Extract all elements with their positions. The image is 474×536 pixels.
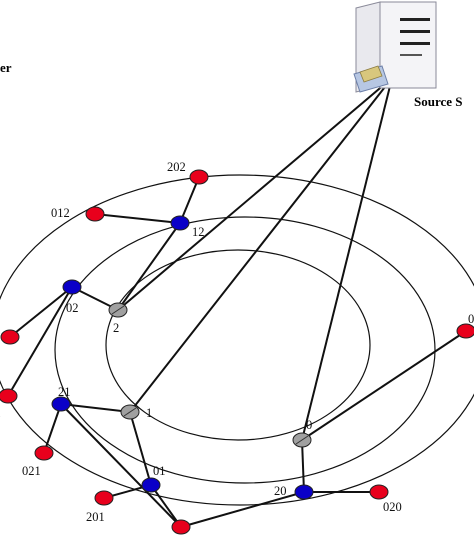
edge-server-s2 [117, 77, 393, 311]
outer-ring [0, 174, 474, 506]
edge-n21-n021 [43, 403, 62, 454]
node-label: 21 [58, 385, 71, 399]
edge-n21-nb1 [60, 403, 182, 528]
edge-n12-n012 [94, 213, 181, 224]
source-node[interactable]: 2 [108, 302, 128, 335]
leaf-node-marker [0, 388, 18, 404]
node-label: d [0, 406, 1, 420]
node-label: 201 [86, 510, 105, 524]
relay-node-marker [51, 396, 71, 412]
source-node-mark [123, 407, 137, 417]
relay-node[interactable]: 12 [170, 215, 205, 239]
node-label: 0 [468, 312, 474, 326]
node-label: 021 [22, 464, 41, 478]
leaf-node[interactable]: 0 [456, 312, 474, 339]
edge-n20-nb1 [180, 491, 305, 528]
leaf-node[interactable] [0, 329, 20, 345]
relay-node[interactable]: 01 [141, 464, 166, 493]
leaf-node-marker [189, 169, 209, 185]
relay-node-marker [62, 279, 82, 295]
leaf-node[interactable]: 201 [86, 490, 114, 524]
edge-group [7, 77, 467, 528]
relay-node-marker [294, 484, 314, 500]
server-label: Source S [414, 94, 463, 109]
node-label: 01 [153, 464, 166, 478]
leaf-node[interactable] [171, 519, 191, 535]
leaf-node[interactable]: 012 [51, 206, 105, 222]
node-group: 2101202210120202012021201020d0 [0, 160, 474, 535]
node-label: 02 [66, 301, 79, 315]
node-label: 012 [51, 206, 70, 220]
leaf-node-marker [34, 445, 54, 461]
leaf-node[interactable]: 021 [22, 445, 54, 478]
node-label: 202 [167, 160, 186, 174]
edge-s1-n21 [60, 403, 131, 413]
node-label: 12 [192, 225, 205, 239]
edge-n12-n202 [179, 176, 200, 224]
relay-node-marker [141, 477, 161, 493]
source-node-mark [295, 435, 309, 445]
relay-node-marker [170, 215, 190, 231]
edge-s2-n12 [117, 222, 181, 311]
edge-n01-nb1 [150, 484, 182, 528]
relay-node[interactable]: 02 [62, 279, 82, 315]
node-label: 020 [383, 500, 402, 514]
leaf-node[interactable]: 202 [167, 160, 209, 185]
source-node-mark [111, 305, 125, 315]
relay-node[interactable]: 21 [51, 385, 71, 412]
relay-node[interactable]: 20 [274, 484, 314, 500]
ring-group [0, 174, 474, 506]
leaf-node[interactable]: d [0, 388, 18, 420]
leaf-node-marker [0, 329, 20, 345]
edge-server-s1 [129, 77, 393, 413]
middle-ring [54, 216, 436, 484]
node-label: 1 [146, 406, 152, 420]
edge-n02-nl1 [7, 286, 73, 397]
node-label: 2 [113, 321, 119, 335]
source-node[interactable]: 1 [120, 404, 152, 420]
node-label: 20 [274, 484, 287, 498]
inner-ring [105, 249, 371, 441]
side-text: er [0, 60, 12, 75]
edge-n02-nl2 [9, 286, 73, 338]
leaf-node-marker [94, 490, 114, 506]
leaf-node[interactable]: 020 [369, 484, 402, 514]
edge-s0-nr1 [301, 330, 467, 441]
edge-server-s0 [301, 77, 393, 441]
edge-s0-n20 [301, 439, 305, 493]
leaf-node-marker [171, 519, 191, 535]
leaf-node-marker [456, 323, 474, 339]
node-label: 0 [306, 418, 312, 432]
server-icon[interactable]: Source S [353, 1, 463, 109]
source-node[interactable]: 0 [292, 418, 312, 448]
leaf-node-marker [85, 206, 105, 222]
edge-s1-n01 [129, 411, 152, 486]
leaf-node-marker [369, 484, 389, 500]
